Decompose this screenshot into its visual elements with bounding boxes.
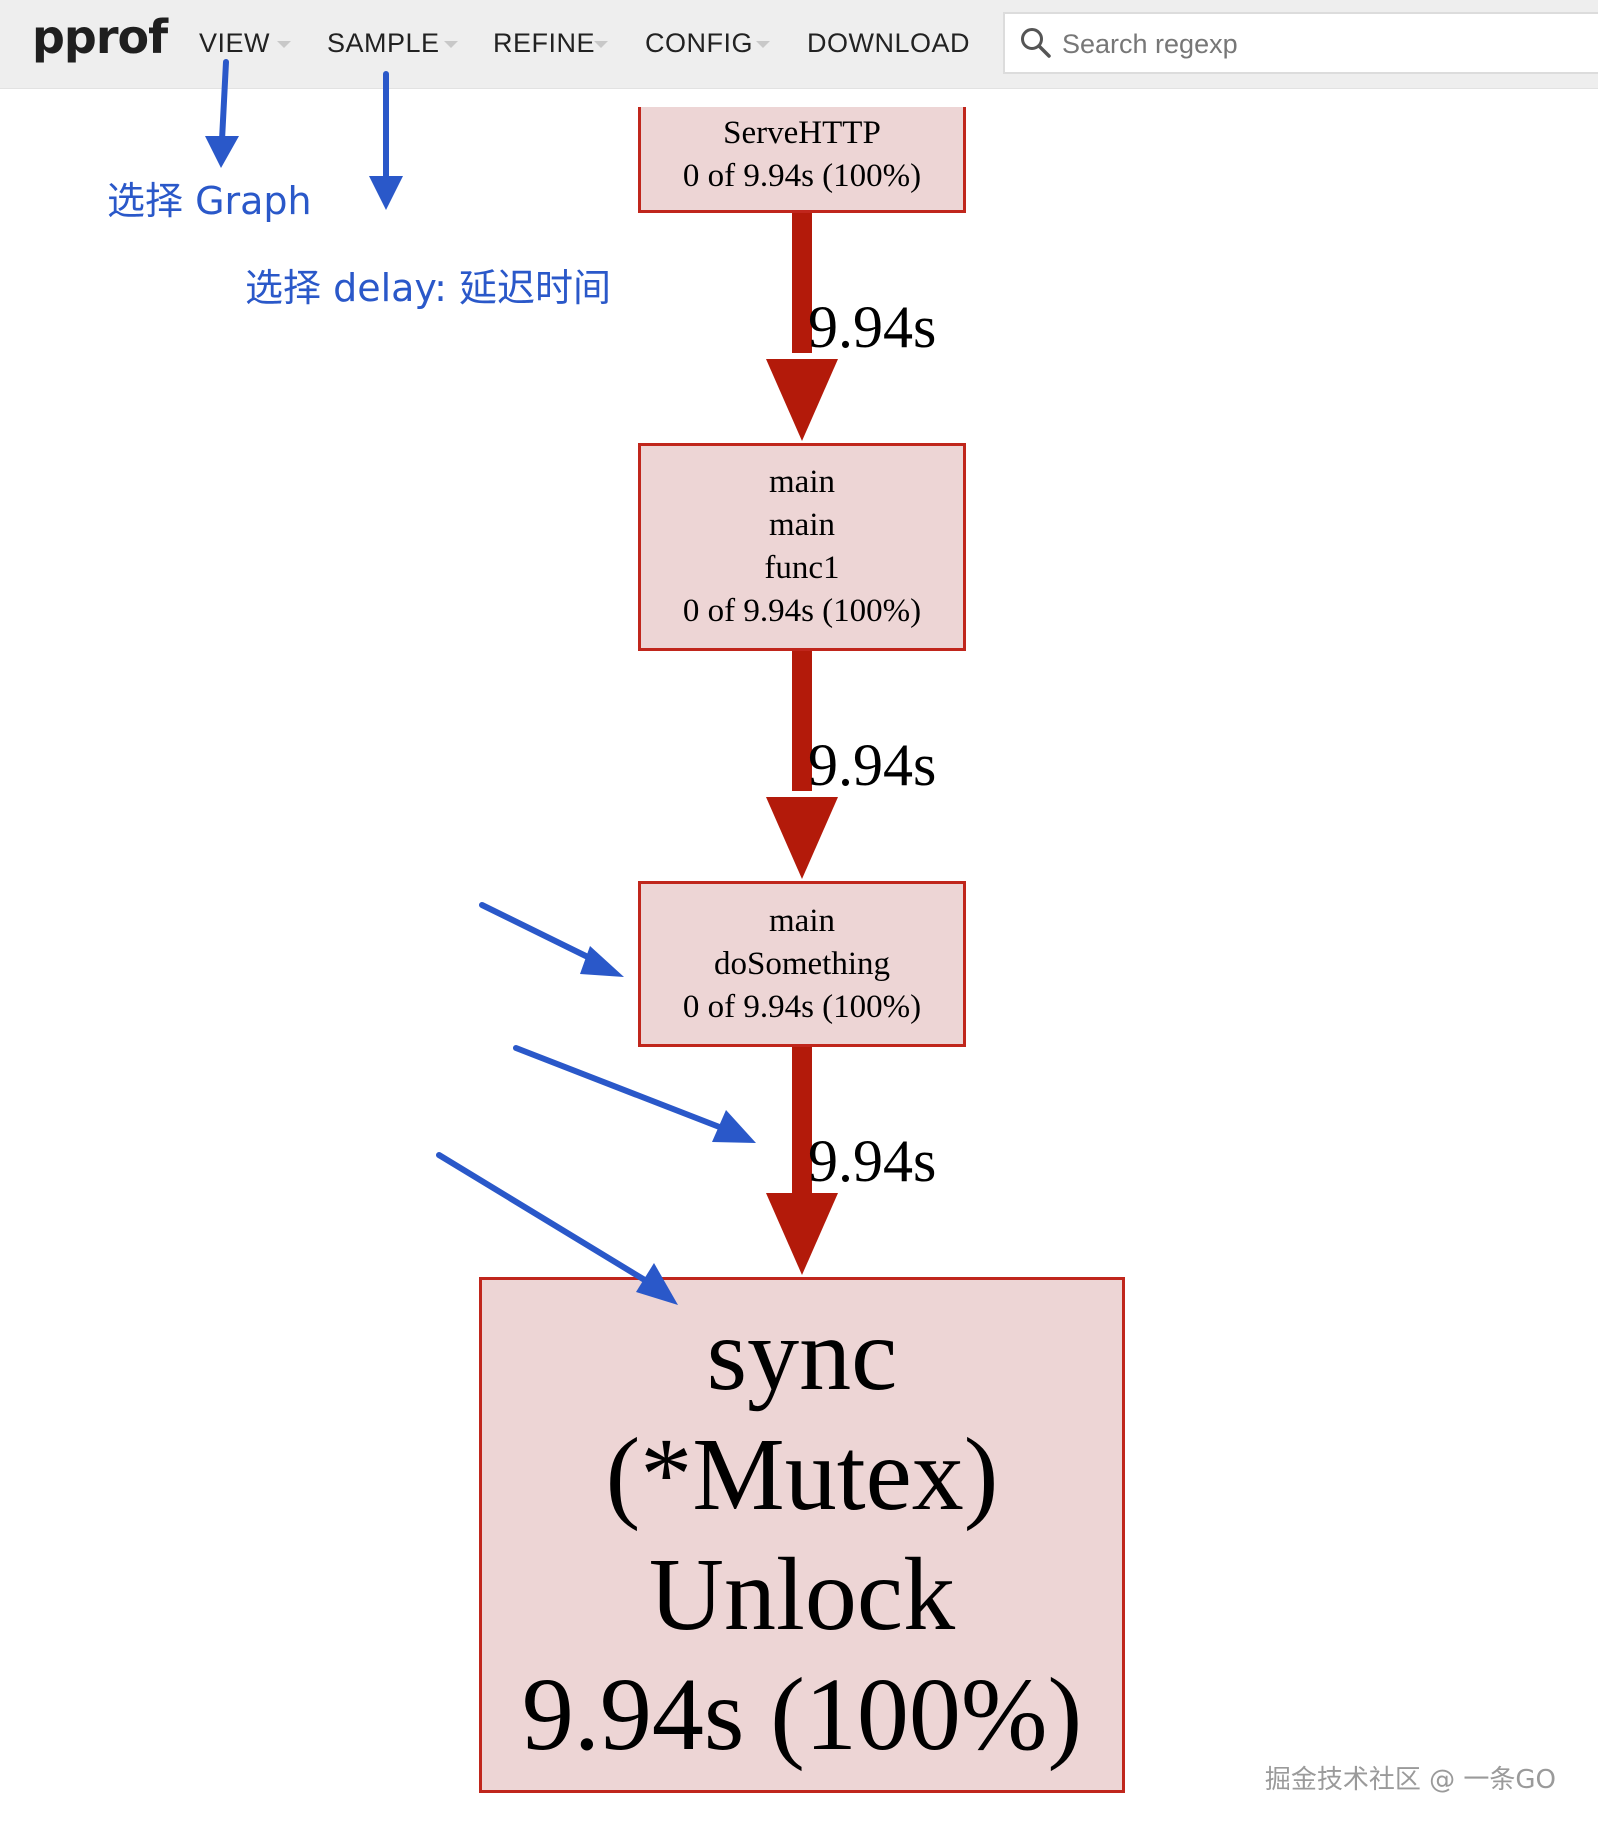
graph-edge-arrowhead bbox=[766, 359, 838, 441]
edge-label[interactable]: 9.94s bbox=[808, 732, 937, 798]
menu-view[interactable]: VIEW bbox=[199, 28, 291, 59]
graph-edges bbox=[766, 213, 838, 1275]
chevron-down-icon bbox=[594, 41, 608, 48]
edge-label[interactable]: 9.94s bbox=[808, 1128, 937, 1194]
annotation-select-delay: 选择 delay: 延迟时间 bbox=[245, 266, 612, 310]
menu-download-label: DOWNLOAD bbox=[807, 28, 971, 58]
menu-view-label: VIEW bbox=[199, 28, 271, 58]
chevron-down-icon bbox=[756, 41, 770, 48]
search-box[interactable] bbox=[1003, 12, 1598, 74]
chevron-down-icon bbox=[277, 41, 291, 48]
menu-config[interactable]: CONFIG bbox=[645, 28, 770, 59]
graph-node-mutex-unlock[interactable]: sync (*Mutex) Unlock 9.94s (100%) bbox=[479, 1277, 1125, 1793]
annotation-select-graph: 选择 Graph bbox=[107, 179, 312, 223]
node-value: 0 of 9.94s (100%) bbox=[682, 593, 922, 629]
search-icon bbox=[1019, 26, 1053, 65]
node-label: Unlock bbox=[648, 1537, 956, 1652]
menu-sample-label: SAMPLE bbox=[327, 28, 440, 58]
graph-edge-arrowhead bbox=[766, 797, 838, 879]
graph-node-servehttp[interactable]: ServeHTTP 0 of 9.94s (100%) bbox=[638, 107, 966, 213]
node-label: main bbox=[769, 507, 835, 543]
graph-node-main-func1[interactable]: main main func1 0 of 9.94s (100%) bbox=[638, 443, 966, 651]
graph-edge-arrowhead bbox=[766, 1193, 838, 1275]
graph-edge-shaft bbox=[792, 1047, 812, 1237]
pprof-logo[interactable]: pprof bbox=[32, 10, 168, 64]
node-label: main bbox=[769, 464, 835, 500]
node-label: main bbox=[769, 902, 835, 939]
menu-refine[interactable]: REFINE bbox=[493, 28, 608, 59]
menu-sample[interactable]: SAMPLE bbox=[327, 28, 458, 59]
graph-node-dosomething[interactable]: main doSomething 0 of 9.94s (100%) bbox=[638, 881, 966, 1047]
node-label: (*Mutex) bbox=[605, 1417, 999, 1532]
menu-download[interactable]: DOWNLOAD bbox=[807, 28, 970, 59]
search-input[interactable] bbox=[1060, 22, 1584, 66]
menu-config-label: CONFIG bbox=[645, 28, 753, 58]
node-label: func1 bbox=[764, 550, 840, 586]
graph-edge-shaft bbox=[792, 213, 812, 353]
watermark: 掘金技术社区 @ 一条GO bbox=[1264, 1765, 1556, 1795]
top-toolbar: pprof VIEW SAMPLE REFINE CONFIG DOWNLOAD bbox=[0, 0, 1598, 89]
chevron-down-icon bbox=[444, 41, 458, 48]
call-graph: 9.94s 9.94s 9.94s ServeHTTP 0 of 9.94s (… bbox=[0, 89, 1598, 1836]
edge-label[interactable]: 9.94s bbox=[808, 294, 937, 360]
node-label: ServeHTTP bbox=[723, 115, 881, 151]
node-value: 0 of 9.94s (100%) bbox=[682, 158, 922, 194]
menu-refine-label: REFINE bbox=[493, 28, 596, 58]
node-label: sync bbox=[706, 1297, 898, 1412]
node-label: doSomething bbox=[713, 945, 890, 982]
node-value: 0 of 9.94s (100%) bbox=[682, 988, 922, 1025]
graph-edge-shaft bbox=[792, 651, 812, 791]
node-value: 9.94s (100%) bbox=[521, 1657, 1083, 1772]
